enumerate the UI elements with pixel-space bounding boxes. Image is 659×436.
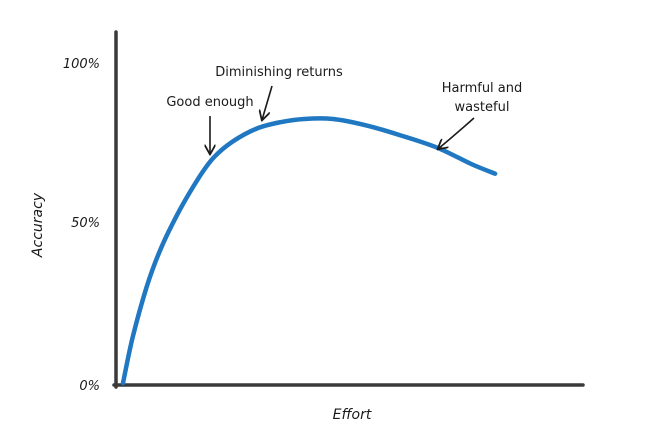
annotation-diminishing-returns-label: Diminishing returns xyxy=(215,65,343,80)
x-axis-title: Effort xyxy=(333,407,372,423)
annotation-harmful-wasteful-arrow xyxy=(438,117,475,149)
annotation-diminishing-returns-arrow xyxy=(262,85,273,120)
y-axis-title: Accuracy xyxy=(30,192,46,258)
annotation-harmful-wasteful-label-line-1: Harmful and xyxy=(442,81,523,96)
y-tick-label-50: 50% xyxy=(71,216,100,231)
annotation-good-enough: Good enough xyxy=(166,95,254,154)
annotation-harmful-wasteful-label-line-2: wasteful xyxy=(455,100,510,115)
annotation-harmful-wasteful: Harmful and wasteful xyxy=(438,81,522,149)
accuracy-effort-curve xyxy=(120,116,498,386)
annotation-good-enough-label: Good enough xyxy=(166,95,253,110)
annotation-diminishing-returns: Diminishing returns xyxy=(215,65,343,120)
y-tick-label-100: 100% xyxy=(63,57,100,72)
y-tick-label-0: 0% xyxy=(79,379,100,394)
